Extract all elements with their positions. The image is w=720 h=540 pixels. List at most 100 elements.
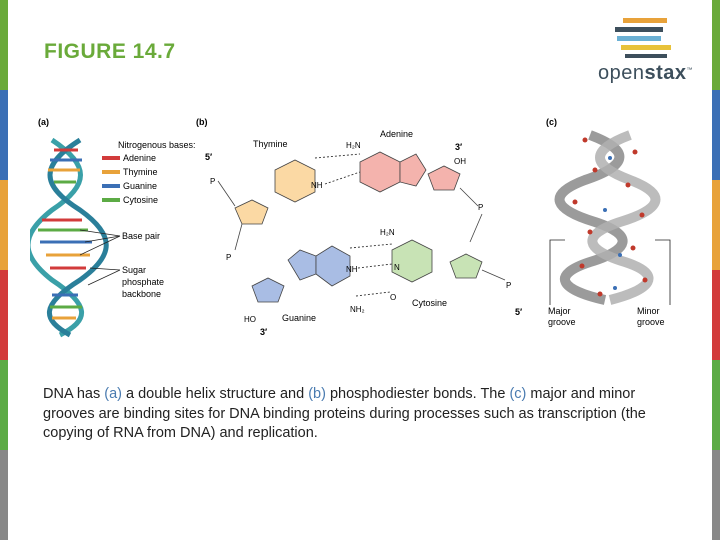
h-bond-1 [314, 153, 361, 159]
adenine-ring-6 [359, 151, 401, 193]
edge-stripe [0, 270, 8, 360]
logo-bar-2 [615, 27, 663, 32]
minor-groove-bracket: Minor groove [637, 239, 671, 327]
cytosine-n: N [394, 263, 400, 272]
dna-figure: (a) Nitrogenous bases: Adenine Thymine G… [30, 117, 671, 338]
phosphate-top-right: P [459, 187, 483, 243]
major-groove-label-2: groove [548, 317, 576, 327]
backbone-callout: Sugar phosphate backbone [87, 265, 164, 299]
legend-swatch-cytosine [102, 198, 120, 202]
cytosine-label: Cytosine [412, 298, 447, 308]
model-strand-1 [554, 130, 628, 305]
double-helix-illustration [30, 137, 109, 338]
edge-stripe [0, 450, 8, 540]
legend-label-guanine: Guanine [123, 181, 157, 191]
helix-strand-2 [47, 137, 109, 338]
base-pair-callout: Base pair [79, 229, 160, 256]
legend-title: Nitrogenous bases: [118, 140, 196, 150]
p-top-left: P [210, 177, 215, 186]
edge-stripe [712, 0, 720, 90]
caption-text-4: major and minor grooves are binding site… [43, 386, 646, 441]
slide-title: FIGURE 14.7 [44, 40, 176, 63]
phosphate-top-left: P [210, 177, 236, 207]
oh-top-label: OH [454, 157, 466, 166]
panel-a-label: (a) [38, 117, 49, 127]
legend-swatch-thymine [102, 170, 120, 174]
logo-text-stax: stax [644, 62, 687, 84]
caption-ref-a: (a) [104, 386, 122, 402]
minor-groove-label-1: Minor [637, 306, 660, 316]
edge-stripe [712, 360, 720, 450]
logo-bar-5 [625, 54, 667, 58]
legend-label-thymine: Thymine [123, 167, 158, 177]
caption-text-3: phosphodiester bonds. The [325, 386, 510, 402]
guanine-ring-6 [315, 245, 351, 287]
three-prime-bottom: 3′ [260, 327, 267, 337]
h2n-top-label: H₂N [346, 141, 361, 150]
h-bond-5 [355, 291, 391, 297]
legend: Adenine Thymine Guanine Cytosine [102, 153, 158, 205]
panel-c-label: (c) [546, 117, 557, 127]
edge-stripe [712, 450, 720, 540]
ho-bottom-label: HO [244, 315, 256, 324]
edge-stripe [0, 90, 8, 180]
caption-ref-b: (b) [308, 386, 326, 402]
guanine-ring-5 [287, 249, 317, 281]
thymine-ring [274, 159, 316, 203]
legend-label-cytosine: Cytosine [123, 195, 158, 205]
model-strand-2 [587, 130, 661, 305]
model-atoms-blue [603, 156, 622, 290]
sugar-bottom-right [449, 253, 483, 279]
model-atoms [572, 137, 648, 297]
h2n-mid-label: H₂N [380, 228, 395, 237]
panel-b-label: (b) [196, 117, 208, 127]
p-mid-left: P [226, 253, 231, 262]
helix-base-pairs [38, 148, 92, 320]
h-bond-2 [324, 171, 361, 185]
five-prime-bottom: 5′ [515, 307, 522, 317]
sugar-top-right [427, 165, 461, 191]
caption-text-2: a double helix structure and [121, 386, 309, 402]
thymine-label: Thymine [253, 139, 288, 149]
h-bond-3 [349, 243, 393, 249]
logo-bar-3 [617, 36, 661, 41]
logo-text-open: open [598, 62, 645, 84]
openstax-logo [615, 18, 671, 58]
p-bottom-right: P [506, 281, 511, 290]
backbone-left [234, 223, 243, 251]
backbone-label-1: Sugar [122, 265, 146, 275]
backbone-label-3: backbone [122, 289, 161, 299]
edge-stripe [0, 0, 8, 90]
edge-stripe [712, 90, 720, 180]
major-groove-bracket: Major groove [548, 239, 576, 327]
thymine-nh: NH [311, 181, 323, 190]
edge-stripe [0, 180, 8, 270]
openstax-wordmark: openstax™ [598, 62, 693, 85]
space-filling-dna-model [554, 130, 661, 305]
guanine-nh: NH [346, 265, 358, 274]
cytosine-o: O [390, 293, 396, 302]
sugar-bottom-left [251, 277, 285, 303]
backbone-label-2: phosphate [122, 277, 164, 287]
cytosine-ring [391, 239, 433, 283]
major-groove-label-1: Major [548, 306, 571, 316]
helix-strand-1 [30, 137, 84, 338]
logo-tm: ™ [686, 67, 694, 74]
figure-caption: DNA has (a) a double helix structure and… [43, 385, 683, 444]
edge-stripe [712, 270, 720, 360]
base-pair-label: Base pair [122, 231, 160, 241]
adenine-ring-5 [399, 153, 427, 187]
five-prime-top: 5′ [205, 152, 212, 162]
guanine-label: Guanine [282, 313, 316, 323]
nh2-bottom-label: NH₂ [350, 305, 365, 314]
p-top-right: P [478, 203, 483, 212]
legend-swatch-guanine [102, 184, 120, 188]
adenine-label: Adenine [380, 129, 413, 139]
legend-label-adenine: Adenine [123, 153, 156, 163]
edge-stripe [0, 360, 8, 450]
h-bond-4 [357, 263, 393, 269]
minor-groove-label-2: groove [637, 317, 665, 327]
edge-stripe [712, 180, 720, 270]
three-prime-top: 3′ [455, 142, 462, 152]
logo-bar-4 [621, 45, 671, 50]
